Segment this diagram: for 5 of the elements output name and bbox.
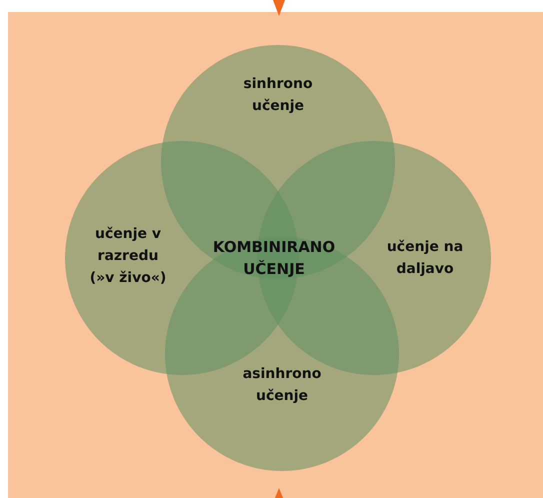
circle-label: sinhrono učenje xyxy=(242,75,314,116)
circle-label: asinhrono učenje xyxy=(242,365,322,406)
circle-label: učenje v razredu (»v živo«) xyxy=(88,225,168,288)
center-label: KOMBINIRANO UČENJE xyxy=(204,236,344,280)
circle-label: učenje na daljavo xyxy=(386,238,464,279)
